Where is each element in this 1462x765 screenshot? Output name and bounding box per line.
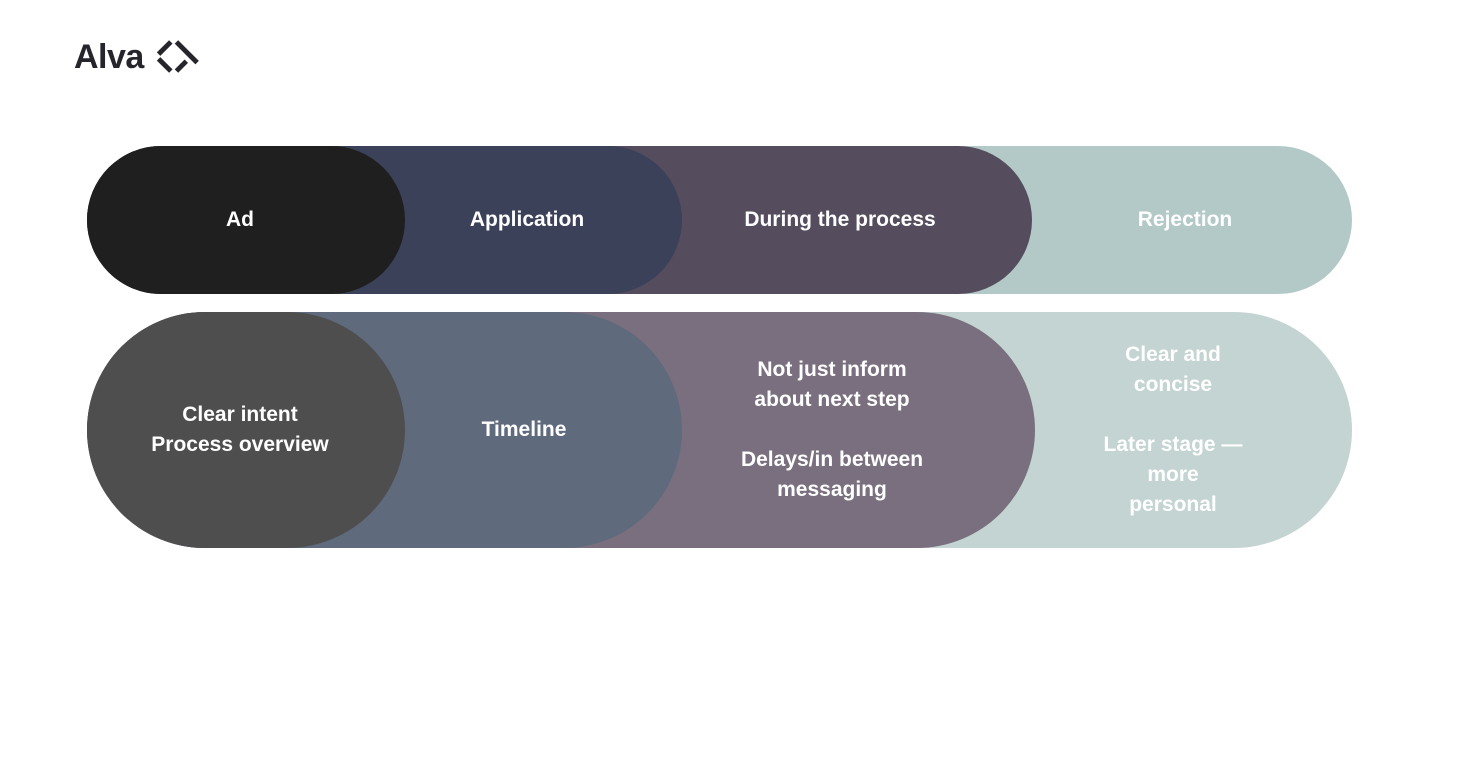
stage-pill-ad (87, 146, 405, 294)
guidance-label-rejection: Clear and concise Later stage — more per… (1103, 343, 1243, 516)
guidance-label-during-the-process: Not just inform about next step Delays/i… (740, 358, 924, 501)
journey-row-guidance: Clear intent Process overview Timeline N… (87, 312, 1352, 548)
alva-diamond-icon (152, 33, 199, 80)
guidance-label-ad: Clear intent Process overview (151, 403, 329, 456)
stage-label-ad: Ad (226, 208, 254, 231)
stage-label-application: Application (469, 208, 585, 231)
guidance-pill-ad (87, 312, 405, 548)
stage-label-rejection: Rejection (1137, 208, 1233, 231)
stage-label-during-the-process: During the process (744, 208, 936, 231)
alva-wordmark: Alva (74, 37, 144, 76)
journey-row-stages: Ad Application During the process Reject… (87, 146, 1352, 294)
alva-logo: Alva (74, 33, 199, 80)
guidance-label-application: Timeline (481, 418, 567, 441)
